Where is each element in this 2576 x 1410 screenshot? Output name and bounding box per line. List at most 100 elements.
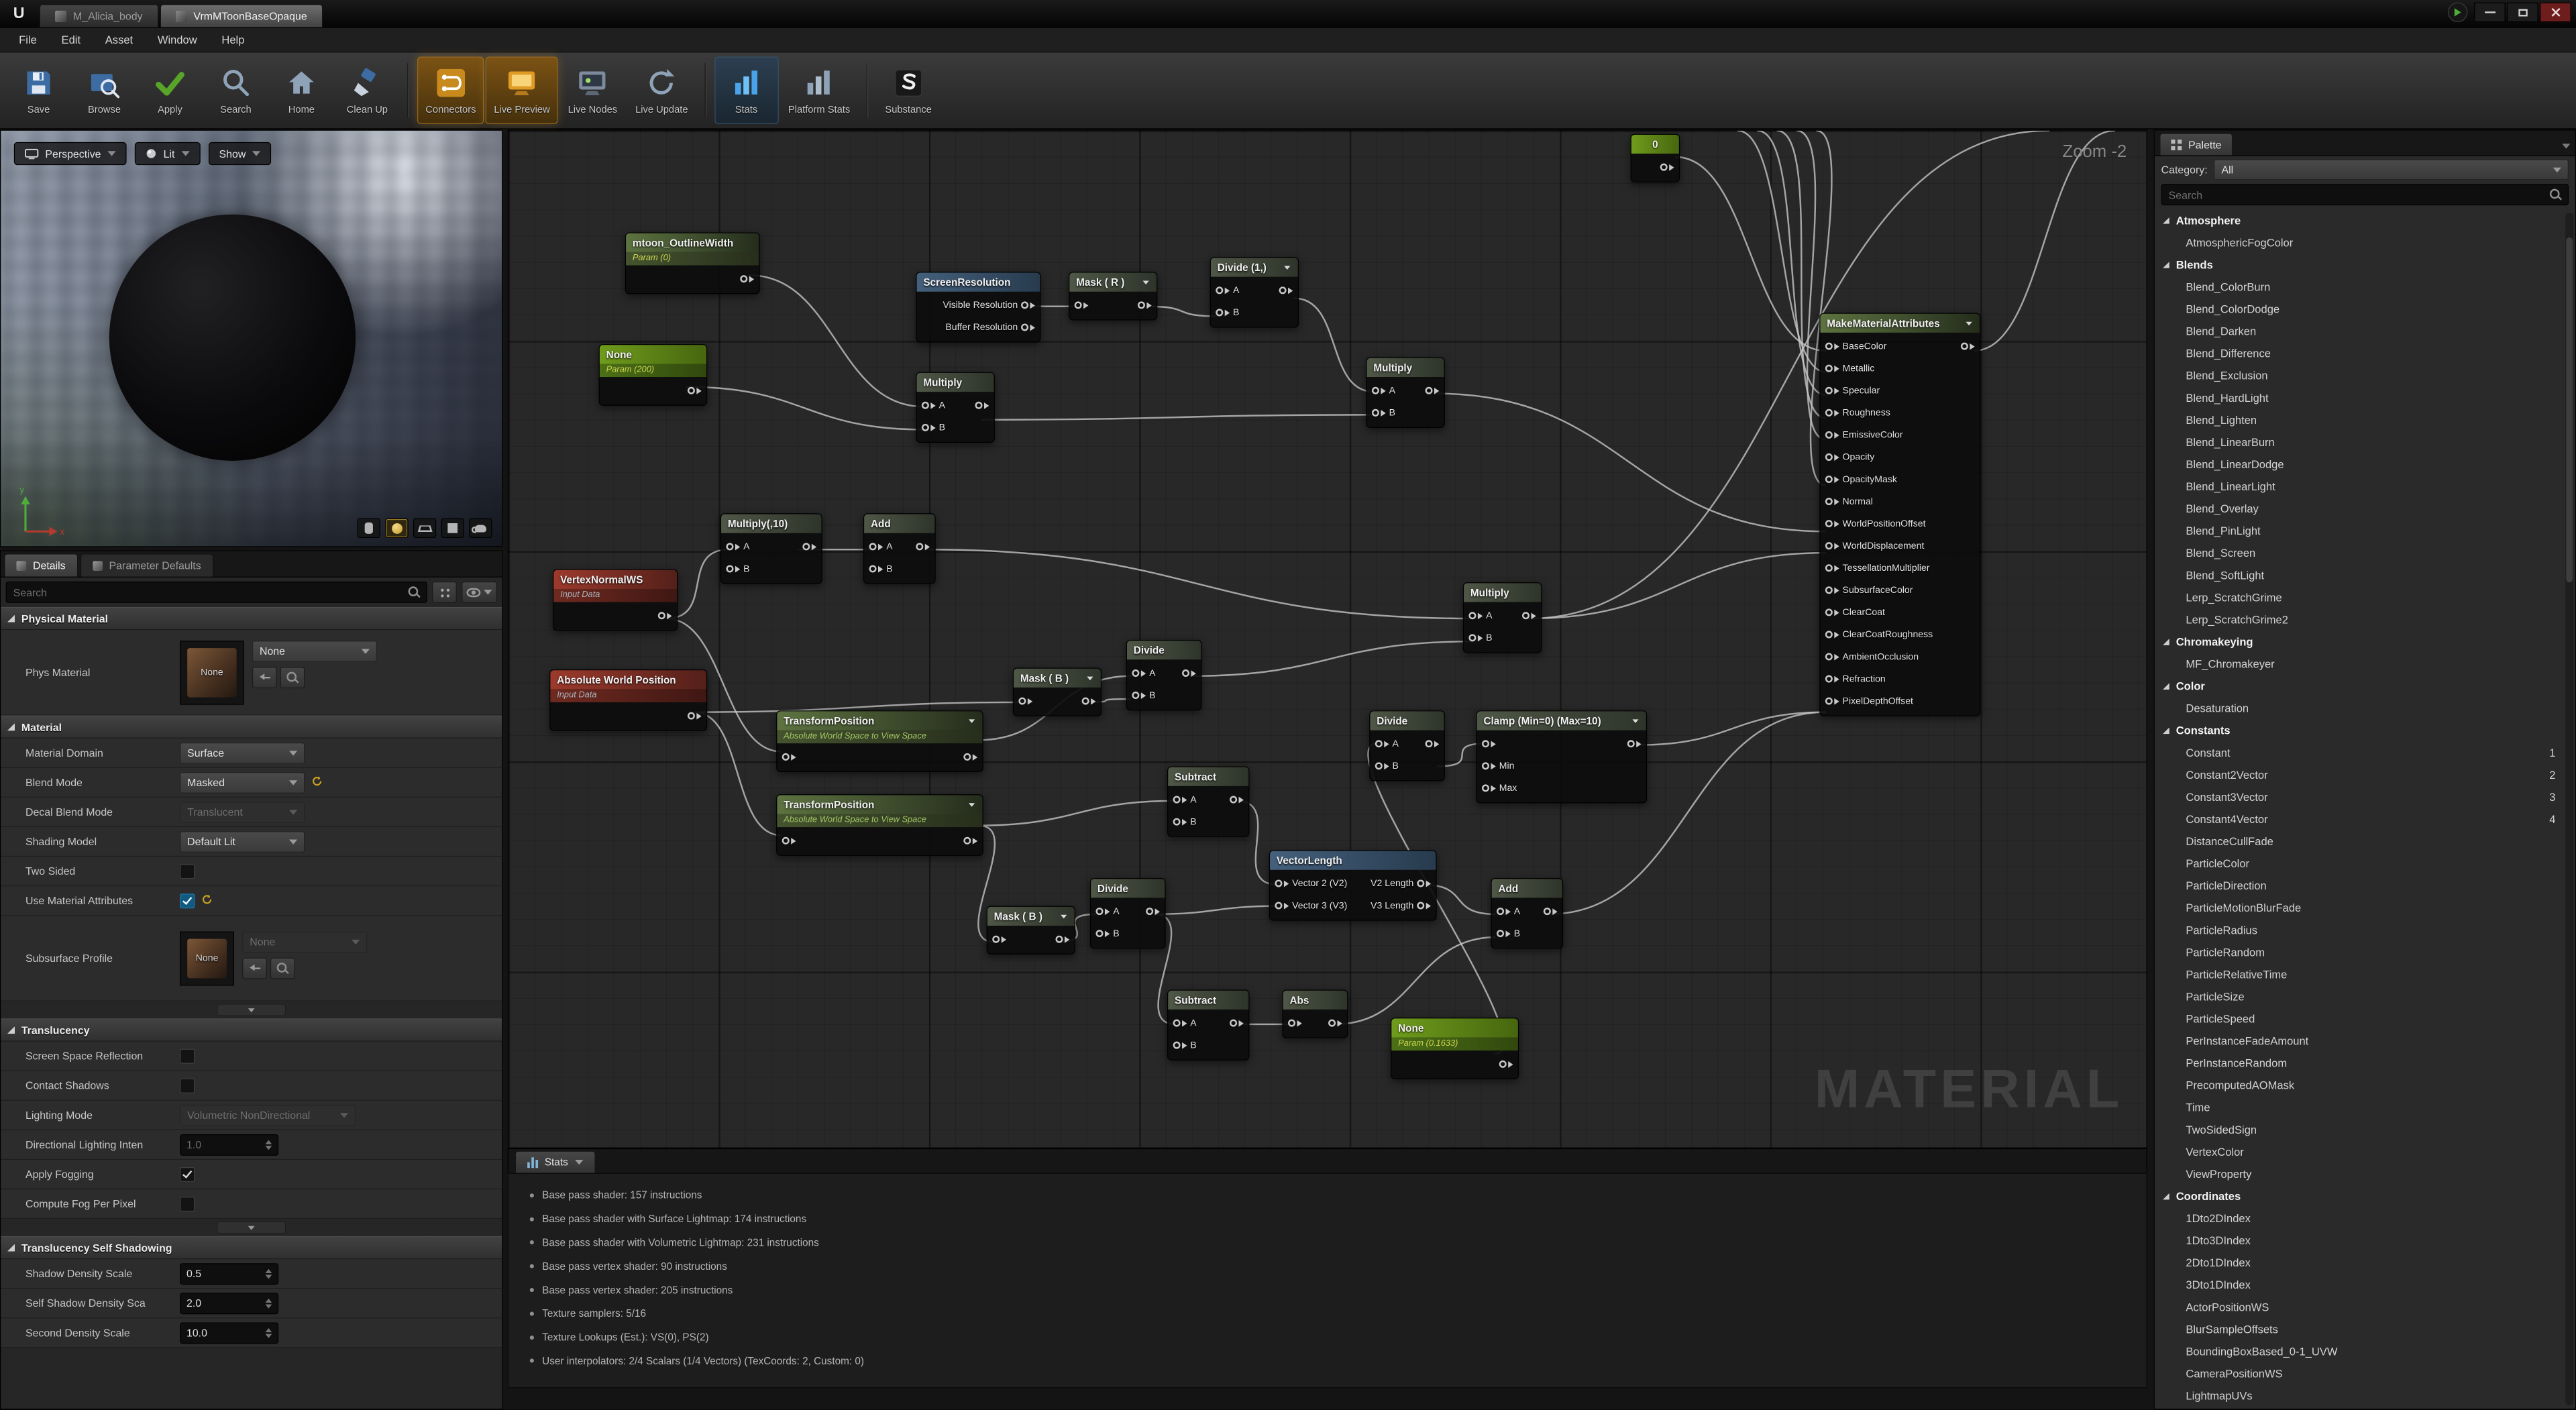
palette-item-particledirection[interactable]: ParticleDirection xyxy=(2186,879,2267,892)
input-pin[interactable]: A xyxy=(1371,386,1395,396)
toolbar-platform-stats[interactable]: Platform Stats xyxy=(780,56,859,123)
maximize-button[interactable] xyxy=(2507,2,2538,23)
checkbox-compute-fog-per-pixel[interactable] xyxy=(180,1196,195,1211)
property-matrix-button[interactable] xyxy=(432,581,457,603)
input-pin[interactable]: AmbientOcclusion xyxy=(1825,652,1919,661)
stats-tab[interactable]: Stats xyxy=(515,1150,596,1173)
output-pin[interactable]: Visible Resolution xyxy=(943,301,1035,310)
menu-file[interactable]: File xyxy=(19,34,37,46)
field-second-density-scale[interactable]: 10.0 xyxy=(180,1321,279,1344)
use-selected-button[interactable] xyxy=(252,666,277,688)
section-translucency[interactable]: Translucency xyxy=(1,1018,502,1042)
input-pin[interactable]: A xyxy=(1216,286,1239,295)
output-pin[interactable] xyxy=(1137,301,1152,309)
output-pin[interactable] xyxy=(1425,740,1440,748)
palette-item-particlespeed[interactable]: ParticleSpeed xyxy=(2186,1012,2255,1026)
input-pin[interactable]: B xyxy=(1497,928,1520,938)
chevron-down-icon[interactable] xyxy=(2562,144,2571,149)
node-mask-b-1[interactable]: Mask ( B ) xyxy=(1012,667,1102,716)
input-pin[interactable]: B xyxy=(1375,761,1399,771)
checkbox-apply-fogging[interactable] xyxy=(180,1167,195,1182)
node-mask-b-2[interactable]: Mask ( B ) xyxy=(986,906,1075,955)
preview-shape-sphere-button[interactable] xyxy=(385,518,409,539)
input-pin[interactable]: A xyxy=(1375,739,1399,749)
palette-item-lerp-scratchgrime2[interactable]: Lerp_ScratchGrime2 xyxy=(2186,613,2288,627)
output-pin[interactable] xyxy=(1627,740,1642,748)
toolbar-search[interactable]: Search xyxy=(204,56,268,123)
input-pin[interactable]: B xyxy=(1216,308,1239,317)
output-pin[interactable] xyxy=(687,712,702,720)
palette-item-blend-colordodge[interactable]: Blend_ColorDodge xyxy=(2186,303,2280,316)
palette-item-mf-chromakeyer[interactable]: MF_Chromakeyer xyxy=(2186,657,2275,671)
checkbox-contact-shadows[interactable] xyxy=(180,1078,195,1093)
input-pin[interactable] xyxy=(1018,697,1033,705)
palette-item-boundingboxbased-0-1-uvw[interactable]: BoundingBoxBased_0-1_UVW xyxy=(2186,1345,2338,1358)
document-tab-vrmmtoonbaseopaque[interactable]: VrmMToonBaseOpaque xyxy=(160,4,323,28)
palette-group-coordinates[interactable]: Coordinates xyxy=(2155,1185,2575,1207)
preview-shape-plane-button[interactable] xyxy=(413,518,437,539)
input-pin[interactable]: Normal xyxy=(1825,496,1873,506)
palette-item-vertexcolor[interactable]: VertexColor xyxy=(2186,1146,2244,1158)
asset-thumbnail[interactable]: None xyxy=(180,930,234,985)
input-pin[interactable]: A xyxy=(1095,906,1120,916)
input-pin[interactable]: SubsurfaceColor xyxy=(1825,585,1913,595)
palette-item-perinstancefadeamount[interactable]: PerInstanceFadeAmount xyxy=(2186,1034,2309,1048)
input-pin[interactable]: ClearCoatRoughness xyxy=(1825,630,1933,639)
spinner-arrows-icon[interactable] xyxy=(265,1139,272,1150)
palette-group-constants[interactable]: Constants xyxy=(2155,720,2575,742)
palette-item-blend-lineardodge[interactable]: Blend_LinearDodge xyxy=(2186,458,2284,471)
palette-item-atmosphericfogcolor[interactable]: AtmosphericFogColor xyxy=(2186,236,2294,250)
output-pin[interactable]: V2 Length xyxy=(1371,879,1432,888)
spinner-arrows-icon[interactable] xyxy=(265,1327,272,1338)
preview-shape-cylinder-button[interactable] xyxy=(357,518,380,539)
section-material[interactable]: Material xyxy=(1,715,502,739)
input-pin[interactable]: B xyxy=(726,564,750,574)
input-pin[interactable]: Refraction xyxy=(1825,674,1886,684)
input-pin[interactable]: Min xyxy=(1481,761,1514,771)
checkbox-use-material-attributes[interactable] xyxy=(180,893,195,908)
output-pin[interactable] xyxy=(1499,1060,1513,1068)
input-pin[interactable]: B xyxy=(869,564,893,574)
browse-to-asset-button[interactable] xyxy=(280,666,305,688)
palette-item-1dto3dindex[interactable]: 1Dto3DIndex xyxy=(2186,1234,2251,1247)
toolbar-save[interactable]: Save xyxy=(7,56,71,123)
output-pin[interactable] xyxy=(802,543,817,551)
output-pin[interactable] xyxy=(1279,286,1293,294)
tab-parameter-defaults[interactable]: Parameter Defaults xyxy=(80,553,214,577)
input-pin[interactable]: A xyxy=(1468,610,1493,620)
output-pin[interactable] xyxy=(1328,1019,1342,1027)
palette-item-blend-hardlight[interactable]: Blend_HardLight xyxy=(2186,392,2269,404)
output-pin[interactable] xyxy=(657,612,672,620)
palette-item-blend-linearlight[interactable]: Blend_LinearLight xyxy=(2186,480,2275,493)
palette-item-lerp-scratchgrime[interactable]: Lerp_ScratchGrime xyxy=(2186,591,2282,604)
notification-icon[interactable] xyxy=(2448,2,2468,23)
view-options-button[interactable] xyxy=(462,581,497,603)
palette-item-desaturation[interactable]: Desaturation xyxy=(2186,702,2249,715)
output-pin[interactable] xyxy=(963,753,978,761)
input-pin[interactable] xyxy=(1074,301,1089,309)
input-pin[interactable]: PixelDepthOffset xyxy=(1825,696,1913,706)
input-pin[interactable]: A xyxy=(869,542,893,551)
menu-edit[interactable]: Edit xyxy=(61,34,81,46)
input-pin[interactable]: EmissiveColor xyxy=(1825,430,1903,440)
input-pin[interactable]: A xyxy=(726,542,750,551)
input-pin[interactable]: OpacityMask xyxy=(1825,474,1897,484)
field-shadow-density-scale[interactable]: 0.5 xyxy=(180,1262,279,1285)
document-tab-m-alicia-body[interactable]: M_Alicia_body xyxy=(39,4,158,28)
minimize-button[interactable] xyxy=(2474,2,2506,23)
input-pin[interactable]: A xyxy=(921,400,945,411)
input-pin[interactable]: TessellationMultiplier xyxy=(1825,563,1929,573)
input-pin[interactable]: Specular xyxy=(1825,386,1880,396)
palette-item-blend-screen[interactable]: Blend_Screen xyxy=(2186,547,2256,559)
